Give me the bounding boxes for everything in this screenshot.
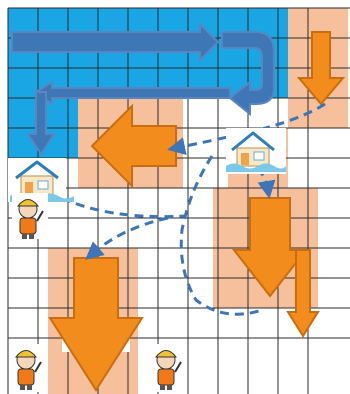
flooded-house-icon xyxy=(226,128,286,174)
rescue-worker-icon xyxy=(10,344,46,392)
rescue-worker-icon xyxy=(12,193,48,239)
rescue-worker-icon xyxy=(150,344,186,392)
